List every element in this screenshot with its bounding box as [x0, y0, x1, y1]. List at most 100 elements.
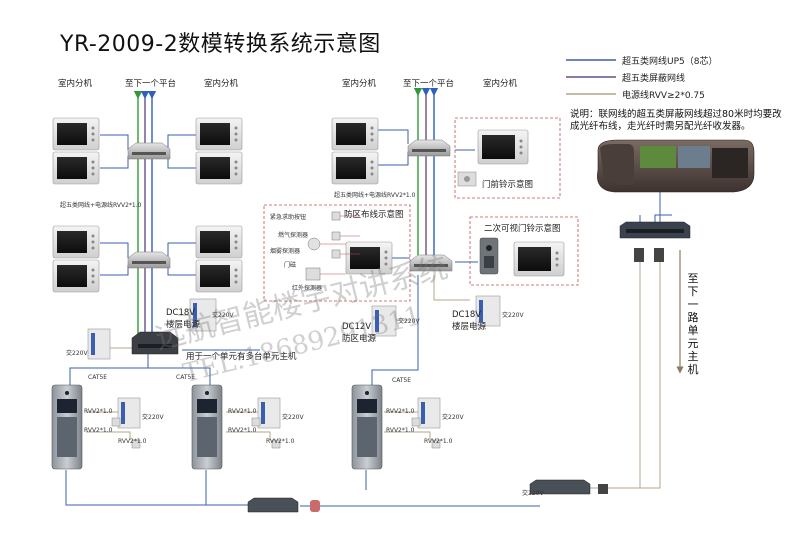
- indoor-monitor: [52, 117, 100, 151]
- label-sensor: 红外探测器: [292, 285, 323, 292]
- label-cat5e: CAT5E: [176, 374, 196, 381]
- legend-label: 超五类屏蔽网线: [622, 74, 686, 84]
- label-sensor: 烟雾探测器: [270, 248, 301, 255]
- floor-switch: [127, 251, 171, 269]
- label-dc18v: DC18V: [166, 308, 196, 318]
- left-tower-wiring: [65, 90, 271, 506]
- label-zone-power: 防区电源: [342, 334, 377, 344]
- label-multi-unit: 用于一个单元有多台单元主机: [186, 352, 297, 362]
- indoor-monitor: [195, 151, 243, 185]
- label-rvv: RVV2*1.0: [424, 438, 453, 445]
- label-ac220: 交220V: [398, 318, 420, 325]
- label-cable: 超五类网线+电源线RVV2*1.0: [334, 192, 416, 199]
- power-supply: [189, 298, 217, 332]
- door-station-panel: [51, 384, 83, 470]
- label-rvv: RVV2*1.0: [228, 427, 257, 434]
- dashed-boxes: [263, 117, 579, 302]
- indoor-monitor: [195, 225, 243, 259]
- indoor-monitor: [52, 151, 100, 185]
- indoor-monitor: [331, 151, 379, 185]
- label-next-platform: 至下一个平台: [403, 79, 455, 89]
- power-supply: [475, 295, 501, 327]
- power-supplies: [87, 295, 501, 429]
- label-ac220: 交220V: [282, 414, 304, 421]
- label-cat5e: CAT5E: [392, 377, 412, 384]
- floor-switch: [409, 254, 453, 272]
- label-rvv: RVV2*1.0: [228, 408, 257, 415]
- doorbell-button: [457, 171, 477, 187]
- power-supply: [87, 328, 111, 360]
- label-doorbell: 门前铃示意图: [482, 180, 534, 190]
- indoor-monitor: [52, 225, 100, 259]
- management-console: [597, 139, 755, 193]
- label-sensor: 燃气探测器: [278, 232, 309, 239]
- left-indoor-monitors: [52, 117, 243, 293]
- door-station-panel: [191, 384, 223, 470]
- network-switch-bottom-right: [529, 479, 591, 495]
- explanation-note: 说明：联网线的超五类屏蔽网线超过80米时均要改成光纤布线，走光纤时需另配光纤收发…: [570, 109, 782, 132]
- doorbell-box: [454, 117, 561, 199]
- locks-and-buttons: [111, 417, 441, 449]
- power-supply: [417, 397, 441, 429]
- floor-switch: [407, 139, 451, 157]
- secondary-doorbell-box: [469, 216, 579, 286]
- power-supply: [257, 397, 281, 429]
- power-supply: [371, 305, 397, 337]
- zone-devices: [305, 211, 360, 281]
- indoor-monitor: [513, 241, 565, 277]
- network-switch-bottom-left: [247, 497, 299, 513]
- label-indoor: 室内分机: [204, 79, 239, 89]
- label-ac220: 交220V: [66, 350, 88, 357]
- label-indoor: 室内分机: [342, 79, 377, 89]
- label-floor-power: 楼层电源: [452, 322, 487, 332]
- indoor-monitor: [477, 129, 529, 165]
- label-ac220: 交220V: [142, 414, 164, 421]
- label-floor-power: 楼层电源: [166, 320, 201, 330]
- legend-network: 超五类网线UP5（8芯）: [566, 54, 717, 67]
- label-rvv: RVV2*1.0: [266, 438, 295, 445]
- secondary-door-station: [479, 237, 499, 275]
- legend-lines: [566, 59, 616, 95]
- network-switch-right: [619, 221, 691, 239]
- legend-label: 电源线RVV≥2*0.75: [622, 91, 705, 101]
- legend-power: 电源线RVV≥2*0.75: [566, 88, 705, 101]
- label-sensor: 门磁: [284, 262, 297, 269]
- indoor-monitor: [345, 241, 393, 275]
- indoor-monitor: [195, 259, 243, 293]
- label-rvv: RVV2*1.0: [118, 438, 147, 445]
- multi-unit-switch: [131, 331, 179, 355]
- label-secondary-doorbell: 二次可视门铃示意图: [484, 224, 561, 234]
- label-rvv: RVV2*1.0: [386, 427, 415, 434]
- label-next-platform: 至下一个平台: [125, 79, 177, 89]
- label-dc18v: DC18V: [452, 310, 482, 320]
- label-ac220: 交220V: [522, 490, 544, 497]
- fiber-converters: [310, 248, 664, 512]
- indoor-monitor: [52, 259, 100, 293]
- indoor-monitor: [195, 117, 243, 151]
- label-cable: 超五类网线+电源线RVV2*1.0: [60, 202, 142, 209]
- label-rvv: RVV2*1.0: [84, 408, 113, 415]
- label-security-wiring: 防区布线示意图: [344, 210, 404, 220]
- indoor-monitor: [331, 117, 379, 151]
- legend-label: 超五类网线UP5（8芯）: [622, 57, 718, 67]
- door-station-panel: [351, 384, 383, 470]
- security-zone-box: [263, 204, 411, 302]
- legend-shielded: 超五类屏蔽网线: [566, 71, 685, 84]
- label-ac220: 交220V: [502, 312, 524, 319]
- distribution-switches: [127, 139, 691, 513]
- floor-switch: [127, 142, 171, 160]
- power-supply: [117, 397, 141, 429]
- label-ac220: 交220V: [442, 414, 464, 421]
- middle-indoor-monitors: [331, 117, 565, 277]
- label-cat5e: CAT5E: [88, 374, 108, 381]
- label-rvv: RVV2*1.0: [84, 427, 113, 434]
- label-ac220: 交220V: [212, 312, 234, 319]
- page-title: YR-2009-2数模转换系统示意图: [60, 32, 381, 57]
- label-indoor: 室内分机: [58, 79, 93, 89]
- label-rvv: RVV2*1.0: [386, 408, 415, 415]
- outdoor-panels: [51, 171, 499, 470]
- label-dc12v: DC12V: [342, 322, 372, 332]
- label-indoor: 室内分机: [483, 79, 518, 89]
